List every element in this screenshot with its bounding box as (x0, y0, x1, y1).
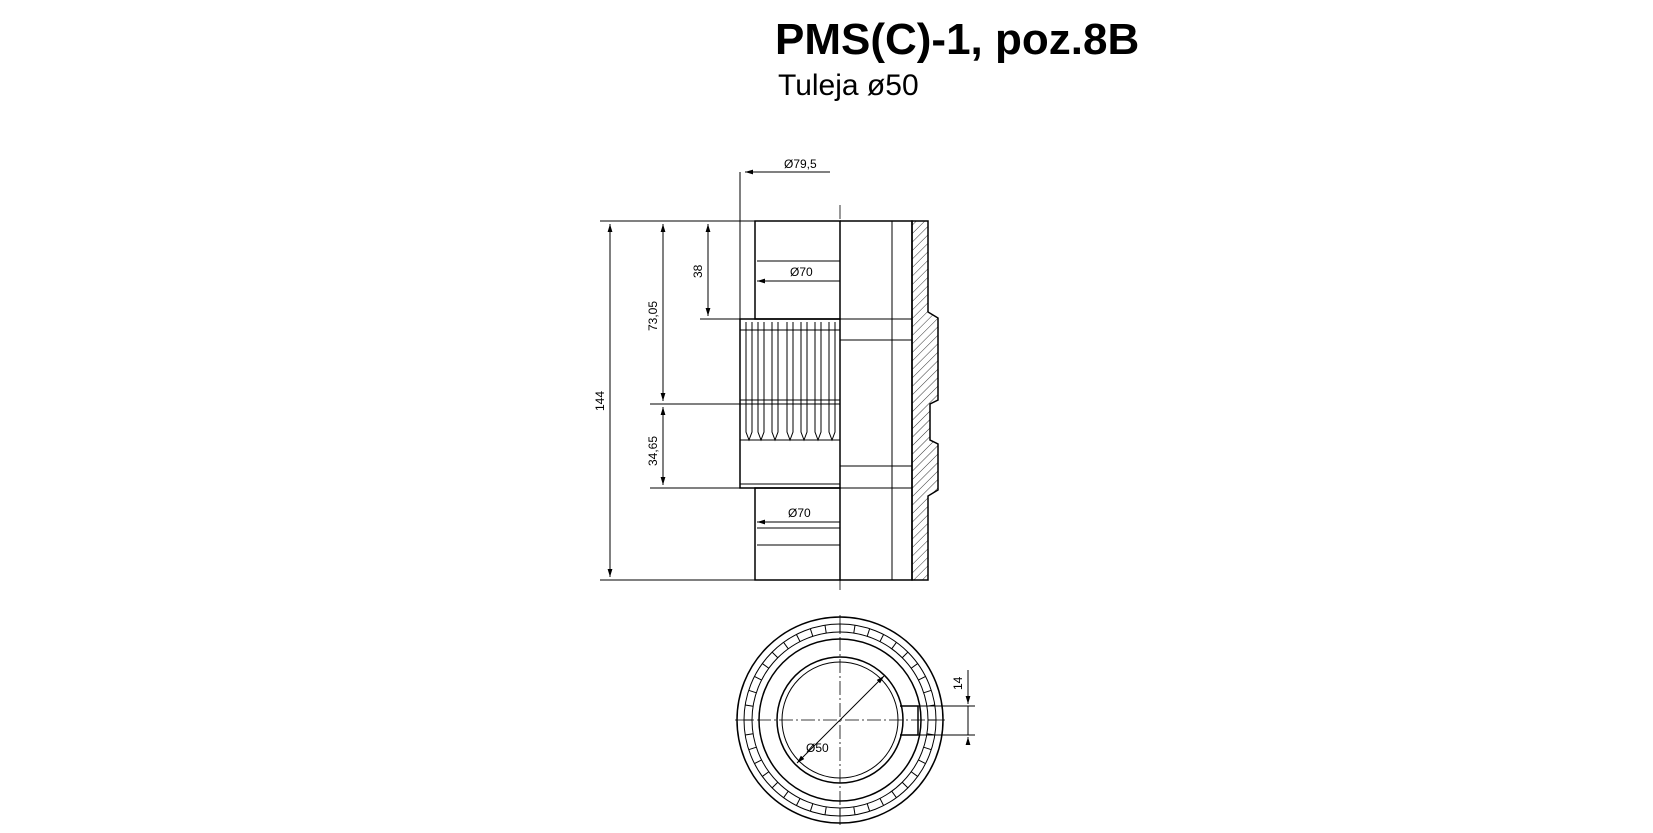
dim-outer-diameter: Ø79,5 (784, 157, 817, 171)
spline-tooth (910, 663, 918, 669)
dim-spline-length: 34,65 (646, 436, 660, 466)
spline-tooth (910, 771, 918, 777)
spline-tooth (795, 634, 801, 642)
spline-tooth (853, 625, 856, 634)
spline-tooth (783, 642, 789, 650)
spline-tooth (923, 689, 932, 694)
dimensions-side: Ø79,5 Ø70 Ø70 38 73,05 34,65 144 (593, 157, 840, 581)
dim-key-width: 14 (951, 676, 965, 690)
dim-bore-top: Ø70 (790, 265, 813, 279)
spline-tooth (918, 675, 926, 681)
dim-bore-bottom: Ø70 (788, 506, 811, 520)
dim-top-depth: 38 (691, 264, 705, 278)
drawing-subtitle: Tuleja ø50 (778, 69, 919, 102)
hatched-wall (911, 220, 939, 581)
spline-tooth (748, 746, 757, 751)
spline-tooth (891, 790, 897, 798)
spline-tooth (866, 628, 871, 637)
drawing-title: PMS(C)-1, poz.8B (775, 15, 1140, 64)
spline-tooth (783, 790, 789, 798)
spline-teeth (740, 322, 840, 442)
spline-tooth (901, 651, 909, 659)
side-view (739, 205, 939, 590)
spline-tooth (901, 781, 909, 789)
spline-tooth (879, 634, 885, 642)
spline-tooth (771, 781, 779, 789)
spline-tooth (853, 806, 856, 815)
spline-tooth (762, 771, 770, 777)
key-slot (900, 705, 919, 736)
spline-tooth (879, 798, 885, 806)
dim-inner-diameter: Ø50 (806, 741, 829, 755)
spline-tooth (795, 798, 801, 806)
spline-tooth (891, 642, 897, 650)
dim-spline-position: 73,05 (646, 301, 660, 331)
spline-tooth (745, 733, 754, 736)
end-view: Ø50 14 (735, 615, 975, 825)
spline-tooth (754, 675, 762, 681)
section-outline (840, 220, 913, 581)
bottom-cylinder (754, 487, 841, 581)
spline-tooth (809, 628, 814, 637)
spline-tooth (762, 663, 770, 669)
spline-tooth (866, 803, 871, 812)
spline-tooth (748, 689, 757, 694)
spline-tooth (824, 806, 827, 815)
spline-tooth (745, 704, 754, 707)
spline-tooth (771, 651, 779, 659)
dim-overall-length: 144 (593, 391, 607, 411)
spline-tooth (824, 625, 827, 634)
spline-tooth (918, 759, 926, 765)
spline-tooth (809, 803, 814, 812)
spline-tooth (754, 759, 762, 765)
spline-tooth (923, 746, 932, 751)
